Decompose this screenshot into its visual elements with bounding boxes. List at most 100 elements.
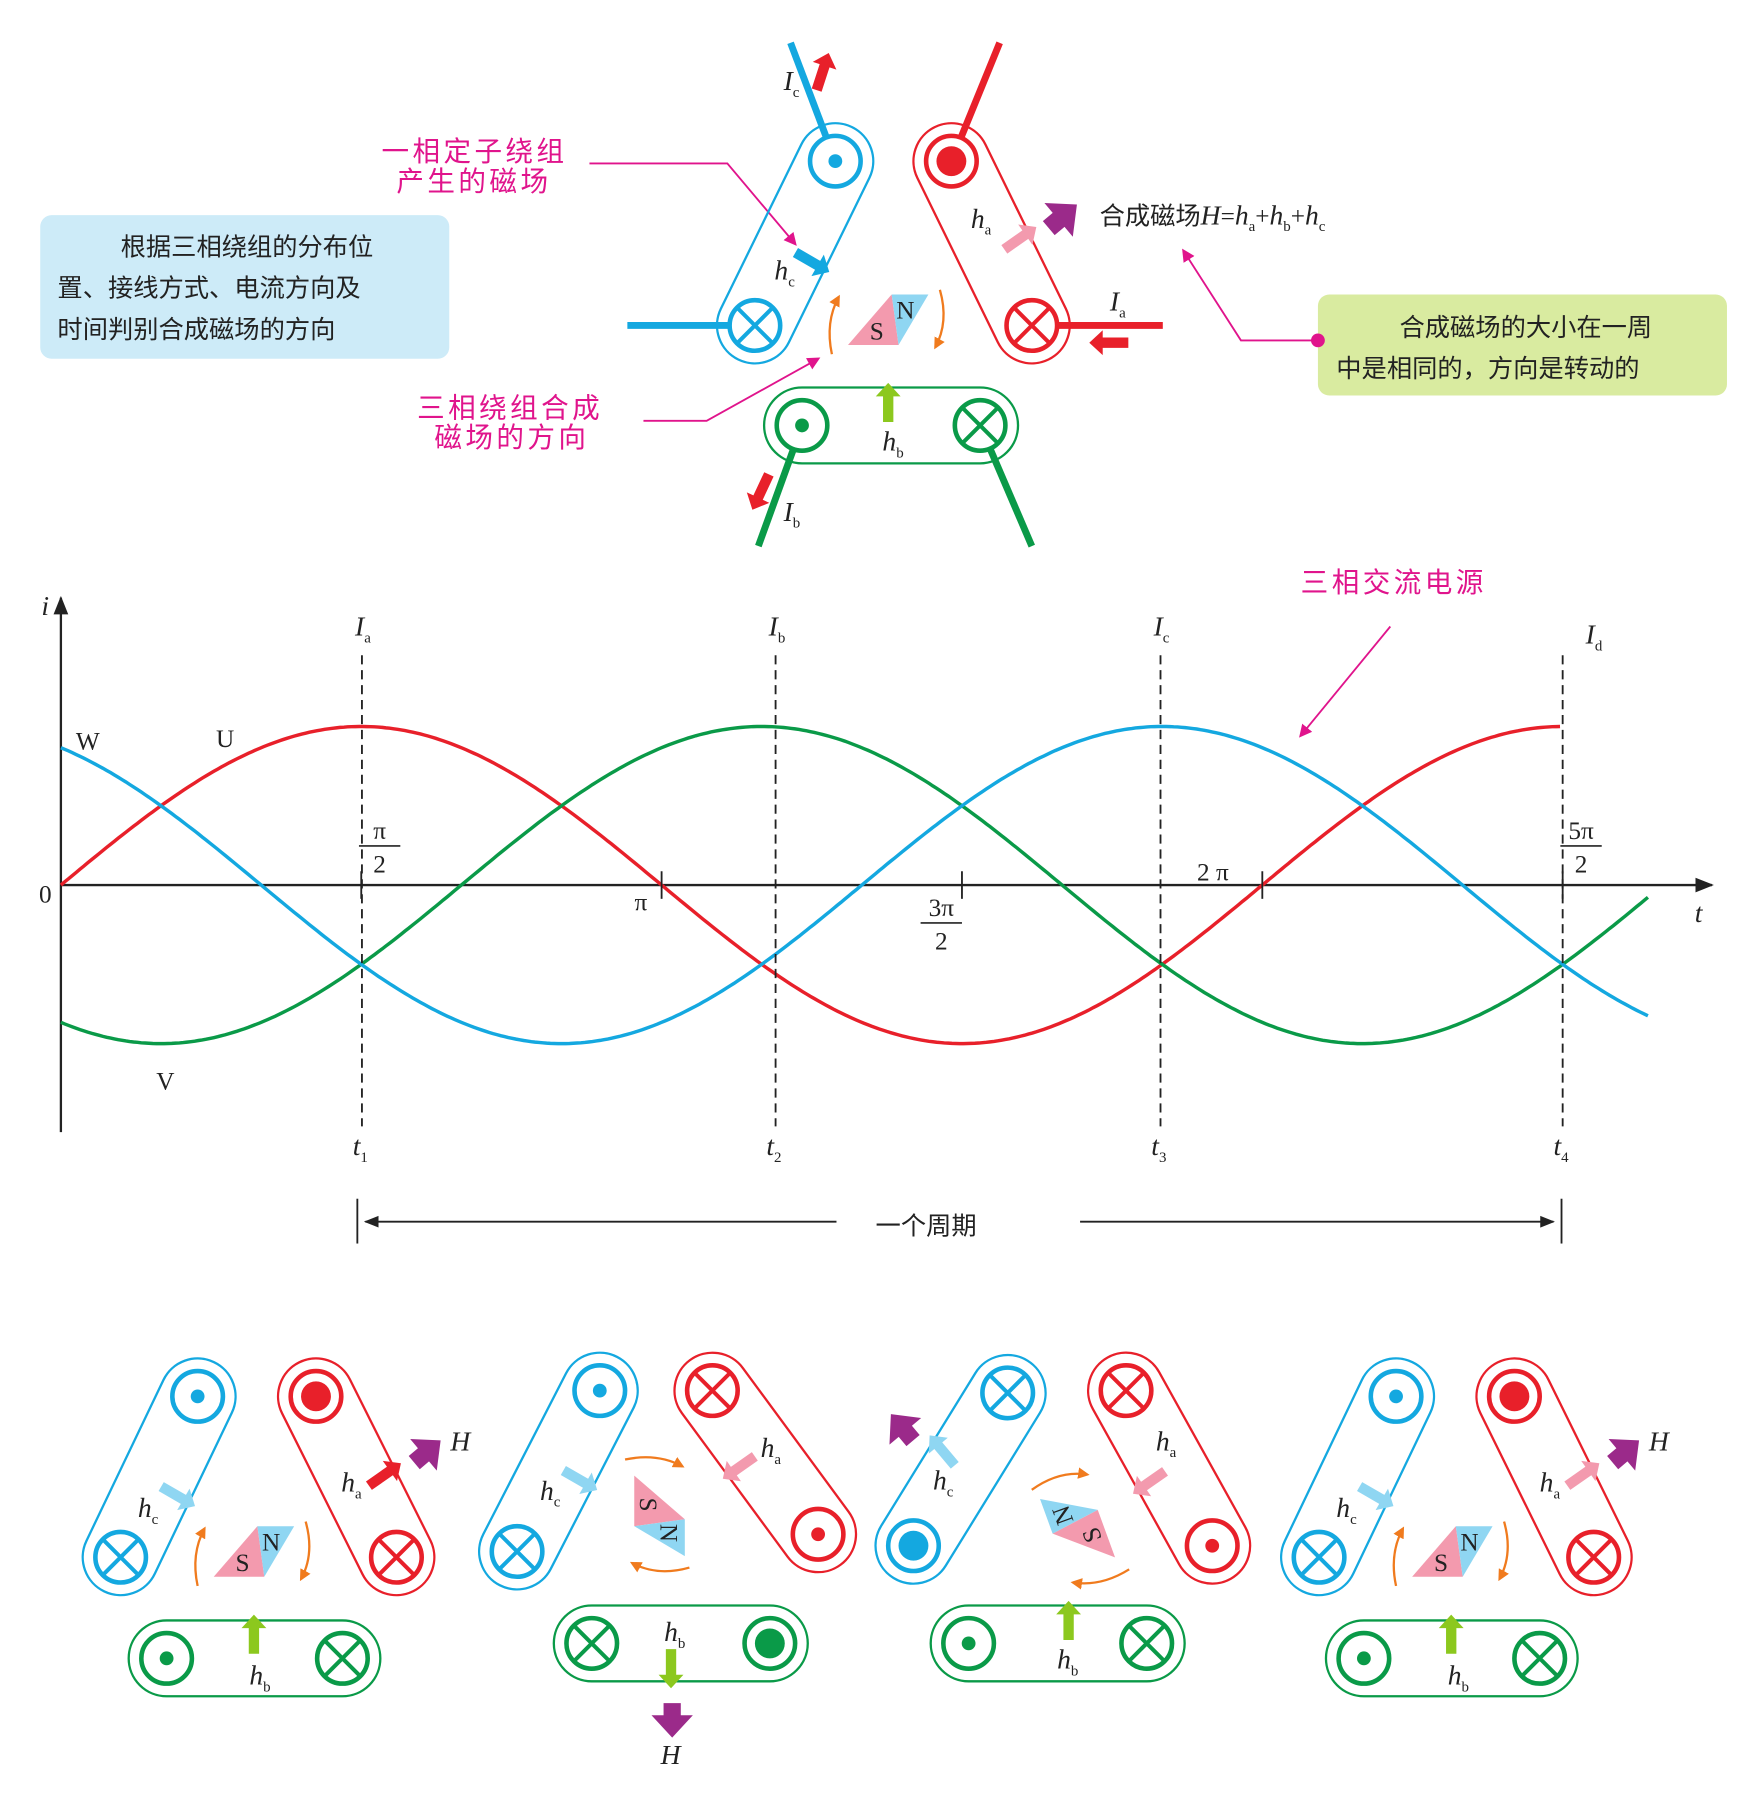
x-tick-label: 2 π bbox=[1197, 858, 1229, 886]
magnet-south-pole bbox=[213, 1526, 265, 1577]
phase-b-coil bbox=[127, 1619, 382, 1698]
x-axis-label: t bbox=[1695, 897, 1704, 928]
label-hc: hc bbox=[138, 1492, 159, 1528]
info-box-line-3: 时间判别合成磁场的方向 bbox=[57, 315, 335, 344]
current-in-cross-icon bbox=[1300, 1538, 1338, 1576]
current-out-dot-icon bbox=[592, 1383, 607, 1398]
label-hb: hb bbox=[1448, 1660, 1469, 1696]
y-axis-label: i bbox=[41, 590, 49, 621]
field-hc-arrow bbox=[928, 1435, 959, 1469]
formula: 合成磁场H=ha+hb+hc bbox=[1100, 199, 1326, 235]
label-hb: hb bbox=[249, 1660, 270, 1696]
current-in-cross-icon bbox=[323, 1639, 362, 1677]
phase-a-coil bbox=[912, 122, 1071, 365]
current-out-dot-icon bbox=[961, 1636, 976, 1651]
phase-c-coil bbox=[715, 122, 875, 365]
label-hb: hb bbox=[1057, 1644, 1078, 1680]
current-out-dot-icon bbox=[301, 1381, 331, 1412]
magnet-s-label: S bbox=[870, 317, 884, 345]
x-tick-denominator: 2 bbox=[373, 850, 386, 878]
field-ha-arrow bbox=[722, 1452, 758, 1482]
instant-label-Ic: Ic bbox=[1153, 611, 1170, 647]
magnet-s-label: S bbox=[1434, 1549, 1448, 1577]
current-in-cross-icon bbox=[1521, 1639, 1559, 1677]
magnet-s-label: S bbox=[236, 1549, 250, 1577]
instant-label-Id: Id bbox=[1585, 619, 1603, 655]
current-out-dot-icon bbox=[898, 1530, 929, 1561]
current-out-dot-icon bbox=[1499, 1381, 1530, 1412]
resultant-H-arrow bbox=[408, 1438, 441, 1471]
instant-label-t2: t2 bbox=[766, 1130, 781, 1166]
chart-title: 三相交流电源 bbox=[1301, 566, 1487, 599]
magnet-s-label: S bbox=[634, 1497, 662, 1511]
current-in-cross-icon bbox=[693, 1371, 732, 1410]
label-hc: hc bbox=[1336, 1492, 1357, 1528]
series-label-V: V bbox=[156, 1068, 174, 1096]
instant-label-Ib: Ib bbox=[768, 611, 786, 647]
current-in-cross-icon bbox=[1575, 1538, 1613, 1576]
rotor-magnet: SN bbox=[1040, 1499, 1116, 1558]
field-hc-arrow bbox=[560, 1465, 598, 1495]
x-tick-label: π bbox=[635, 888, 648, 916]
x-tick-denominator: 2 bbox=[935, 927, 948, 955]
series-line-U bbox=[59, 724, 1561, 1046]
note-box-line-1: 合成磁场的大小在一周 bbox=[1400, 313, 1653, 342]
origin-label: 0 bbox=[39, 880, 52, 908]
field-hb-arrow bbox=[875, 382, 901, 422]
current-in-cross-icon bbox=[736, 306, 774, 345]
top-coils: SN bbox=[627, 41, 1163, 548]
label-Ib: Ib bbox=[783, 496, 801, 532]
current-in-cross-icon bbox=[961, 406, 999, 445]
label-ha: ha bbox=[761, 1432, 782, 1468]
x-tick-numerator: π bbox=[373, 817, 386, 845]
current-out-dot-icon bbox=[828, 154, 843, 169]
label-ha: ha bbox=[1540, 1467, 1561, 1503]
note-pointer-dot bbox=[1311, 333, 1325, 348]
note-box-line-2: 中是相同的，方向是转动的 bbox=[1336, 354, 1639, 383]
current-out-dot-icon bbox=[754, 1628, 785, 1659]
current-out-dot-icon bbox=[159, 1651, 174, 1666]
instant-label-t1: t1 bbox=[353, 1130, 368, 1166]
series-label-U: U bbox=[216, 725, 234, 753]
info-box-line-1: 根据三相绕组的分布位 bbox=[121, 232, 374, 261]
series-label-W: W bbox=[76, 727, 100, 755]
label-ha: ha bbox=[971, 203, 992, 239]
phase-c-coil bbox=[874, 1353, 1047, 1585]
phase-c-coil bbox=[1280, 1357, 1436, 1597]
current-out-dot-icon bbox=[1356, 1651, 1371, 1666]
field-ha-arrow bbox=[365, 1460, 401, 1490]
phase-a-coil bbox=[276, 1357, 436, 1597]
current-in-cross-icon bbox=[573, 1624, 611, 1663]
phase-b-coil bbox=[762, 386, 1020, 465]
phase-a-coil bbox=[673, 1351, 858, 1574]
info-box bbox=[40, 215, 450, 359]
magnet-n-label: N bbox=[262, 1528, 280, 1556]
resultant-H-label: H bbox=[660, 1739, 683, 1770]
label-hc: hc bbox=[933, 1464, 954, 1500]
top-winding-diagram: 根据三相绕组的分布位 置、接线方式、电流方向及 时间判别合成磁场的方向 合成磁场… bbox=[40, 41, 1727, 548]
field-hb-arrow bbox=[1438, 1614, 1464, 1654]
current-Ia-arrow bbox=[1089, 330, 1129, 356]
title-pointer bbox=[1299, 625, 1392, 738]
rotation-arrow-icon bbox=[1070, 1568, 1130, 1590]
field-hc-arrow bbox=[1357, 1482, 1394, 1511]
current-Ic-arrow bbox=[811, 52, 837, 92]
rotor-magnet: SN bbox=[1412, 1526, 1493, 1577]
combined-direction-label-1: 三相绕组合成 bbox=[417, 391, 603, 424]
magnet-south-pole bbox=[634, 1475, 685, 1527]
label-hb: hb bbox=[664, 1616, 685, 1652]
field-ha-arrow bbox=[1133, 1467, 1168, 1497]
label-Ic: Ic bbox=[783, 65, 800, 101]
current-in-cross-icon bbox=[377, 1538, 416, 1576]
winding-field-label-2: 产生的磁场 bbox=[396, 165, 551, 198]
combined-direction-pointer bbox=[643, 357, 821, 422]
magnet-n-label: N bbox=[1460, 1528, 1478, 1556]
label-hc: hc bbox=[540, 1475, 561, 1511]
rotation-arrow-icon bbox=[624, 1456, 685, 1468]
